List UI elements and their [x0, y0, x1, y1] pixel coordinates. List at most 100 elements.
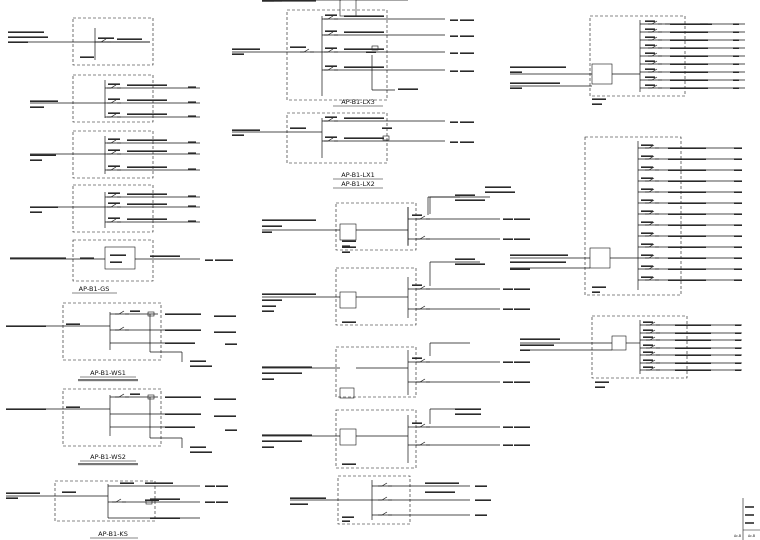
- label-mark: [592, 98, 606, 100]
- label-mark: [643, 321, 653, 323]
- label-mark: [232, 134, 244, 136]
- breaker-blade: [303, 48, 310, 53]
- label-mark: [733, 47, 739, 49]
- contactor: [147, 311, 155, 317]
- label-mark: [110, 254, 126, 256]
- label-mark: [30, 211, 42, 213]
- breaker-blade: [110, 193, 117, 198]
- panel-box-gs: [72, 239, 154, 282]
- label-mark: [670, 39, 708, 41]
- label-mark: [733, 39, 739, 41]
- label-mark: [455, 199, 485, 201]
- generator-box: [104, 246, 136, 270]
- panel-box-mid3: [335, 346, 417, 398]
- breaker-blade: [648, 276, 655, 281]
- label-mark: [503, 426, 513, 428]
- label-mark: [520, 349, 530, 351]
- breaker-blade: [419, 423, 426, 428]
- breaker-blade: [648, 144, 655, 149]
- label-mark: [188, 101, 196, 103]
- label-mark: [224, 315, 236, 317]
- label-mark: [8, 41, 28, 43]
- label-mark: [342, 246, 356, 248]
- label-mark: [670, 63, 708, 65]
- panel-box-top: [72, 17, 154, 66]
- label-mark: [668, 158, 706, 160]
- label-mark: [475, 514, 487, 516]
- label-mark: [262, 231, 272, 233]
- branch-breaker-label: [108, 149, 120, 151]
- branch-breaker-label: [108, 192, 120, 194]
- label-mark: [733, 23, 739, 25]
- label-mark: [30, 100, 58, 102]
- label-mark: [455, 408, 481, 410]
- breaker-blade: [327, 48, 334, 53]
- label-mark: [735, 332, 741, 334]
- panel-title-text-lx1: AP-B1-LX1: [341, 171, 375, 179]
- label-mark: [450, 121, 458, 123]
- panel-title-lx3: AP-B1-LX3: [333, 98, 383, 107]
- label-mark: [382, 127, 392, 129]
- panel-box-r3: [591, 315, 688, 379]
- label-mark: [735, 362, 741, 364]
- label-mark: [641, 232, 653, 234]
- panel-title-lx1: AP-B1-LX1: [333, 171, 383, 180]
- label-mark: [735, 354, 741, 356]
- breaker-blade: [649, 351, 656, 356]
- label-mark: [150, 255, 180, 257]
- label-mark: [262, 434, 312, 436]
- branch-cable-label: [344, 66, 384, 68]
- branch-breaker-label: [108, 165, 120, 167]
- label-mark: [224, 331, 236, 333]
- breaker-blade: [648, 221, 655, 226]
- label-mark: [262, 219, 316, 221]
- label-mark: [675, 347, 711, 349]
- label-mark: [734, 202, 742, 204]
- breaker-blade: [381, 482, 388, 487]
- label-mark: [216, 501, 228, 503]
- label-mark: [514, 426, 530, 428]
- panel-box-ws2: [62, 388, 162, 447]
- label-mark: [412, 357, 422, 359]
- label-mark: [145, 482, 173, 484]
- label-mark: [110, 261, 122, 263]
- branch-breaker-label: [108, 202, 120, 204]
- breaker-blade: [649, 344, 656, 349]
- breaker-blade: [419, 358, 426, 363]
- label-mark: [670, 71, 708, 73]
- breaker-blade: [327, 31, 334, 36]
- breaker-blade: [648, 155, 655, 160]
- label-mark: [641, 265, 653, 267]
- label-mark: [641, 199, 653, 201]
- tiny-circuit-labels: [6, 0, 742, 522]
- label-mark: [342, 520, 350, 522]
- label-mark: [734, 224, 742, 226]
- label-mark: [645, 52, 655, 54]
- label-mark: [641, 254, 653, 256]
- label-mark: [130, 393, 140, 395]
- label-mark: [165, 426, 195, 428]
- label-mark: [460, 121, 474, 123]
- label-mark: [165, 413, 201, 415]
- label-mark: [455, 263, 485, 265]
- title-block: Ac-B Ac-B: [734, 498, 760, 540]
- label-mark: [733, 63, 739, 65]
- label-mark: [262, 366, 312, 368]
- branch-cable-label: [344, 15, 384, 17]
- label-mark: [30, 159, 42, 161]
- panel-title-text-ws1: AP-B1-WS1: [90, 369, 126, 377]
- label-mark: [733, 87, 739, 89]
- label-mark: [460, 141, 474, 143]
- label-mark: [503, 381, 513, 383]
- label-mark: [734, 257, 742, 259]
- branch-cable-label: [127, 203, 167, 205]
- label-mark: [262, 378, 274, 380]
- label-mark: [214, 398, 224, 400]
- label-mark: [520, 344, 554, 346]
- label-mark: [668, 169, 706, 171]
- transfer-switch: [339, 223, 357, 241]
- label-mark: [670, 87, 708, 89]
- label-mark: [188, 168, 196, 170]
- panel-title-text-gs: AP-B1-GS: [79, 285, 110, 293]
